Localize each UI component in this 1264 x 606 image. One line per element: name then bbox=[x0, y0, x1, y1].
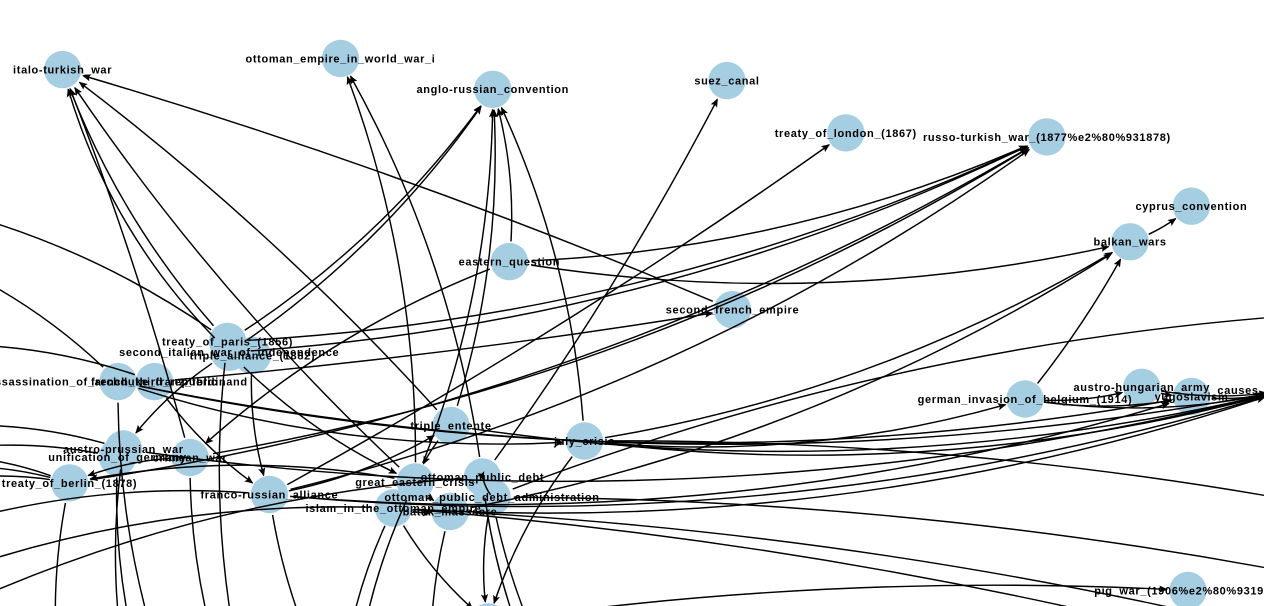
svg-text:austro-prussian_war: austro-prussian_war bbox=[63, 444, 184, 456]
svg-text:crimean_war: crimean_war bbox=[153, 452, 227, 464]
svg-text:second_french_empire: second_french_empire bbox=[666, 305, 799, 317]
svg-text:anglo-russian_convention: anglo-russian_convention bbox=[417, 84, 570, 96]
svg-text:german_invasion_of_belgium_(19: german_invasion_of_belgium_(1914) bbox=[918, 394, 1133, 406]
svg-text:assassination_of_archduke_fran: assassination_of_archduke_franz_ferdinan… bbox=[0, 376, 248, 388]
svg-text:great_eastern_crisis: great_eastern_crisis bbox=[355, 477, 475, 489]
svg-text:cyprus_convention: cyprus_convention bbox=[1135, 201, 1247, 213]
svg-text:russo-turkish_war_(1877%e2%80%: russo-turkish_war_(1877%e2%80%931878) bbox=[923, 132, 1171, 144]
svg-text:batak_massacre: batak_massacre bbox=[403, 506, 498, 518]
svg-text:yugoslavism: yugoslavism bbox=[1155, 391, 1229, 403]
svg-text:treaty_of_london_(1867): treaty_of_london_(1867) bbox=[775, 128, 917, 140]
svg-text:eastern_question: eastern_question bbox=[459, 256, 560, 268]
svg-text:triple_alliance_(1882): triple_alliance_(1882) bbox=[190, 350, 316, 362]
svg-text:balkan_wars: balkan_wars bbox=[1093, 237, 1166, 249]
svg-text:french_third_republic: french_third_republic bbox=[91, 376, 218, 388]
svg-text:ottoman_public_debt_administra: ottoman_public_debt_administration bbox=[384, 492, 599, 504]
svg-text:july_crisis: july_crisis bbox=[553, 436, 615, 448]
svg-text:italo-turkish_war: italo-turkish_war bbox=[13, 64, 112, 76]
svg-text:pig_war_(1906%e2%80%931908): pig_war_(1906%e2%80%931908) bbox=[1094, 585, 1264, 597]
svg-text:austro-hungarian_army: austro-hungarian_army bbox=[1074, 382, 1211, 394]
svg-text:suez_canal: suez_canal bbox=[694, 75, 759, 87]
svg-text:causes_of_world_war_i: causes_of_world_war_i bbox=[1217, 385, 1264, 397]
svg-text:treaty_of_paris_(1856): treaty_of_paris_(1856) bbox=[162, 336, 293, 348]
svg-text:ottoman_empire_in_world_war_i: ottoman_empire_in_world_war_i bbox=[245, 53, 435, 65]
svg-text:second_italian_war_of_independ: second_italian_war_of_independence bbox=[119, 347, 339, 359]
svg-text:islam_in_the_ottoman_empire: islam_in_the_ottoman_empire bbox=[305, 503, 481, 515]
svg-text:franco-russian_alliance: franco-russian_alliance bbox=[200, 489, 338, 501]
svg-text:treaty_of_berlin_(1878): treaty_of_berlin_(1878) bbox=[2, 478, 137, 490]
svg-text:ottoman_public_debt: ottoman_public_debt bbox=[421, 472, 545, 484]
svg-text:unification_of_germany: unification_of_germany bbox=[48, 452, 187, 464]
svg-text:triple_entente: triple_entente bbox=[410, 420, 491, 432]
